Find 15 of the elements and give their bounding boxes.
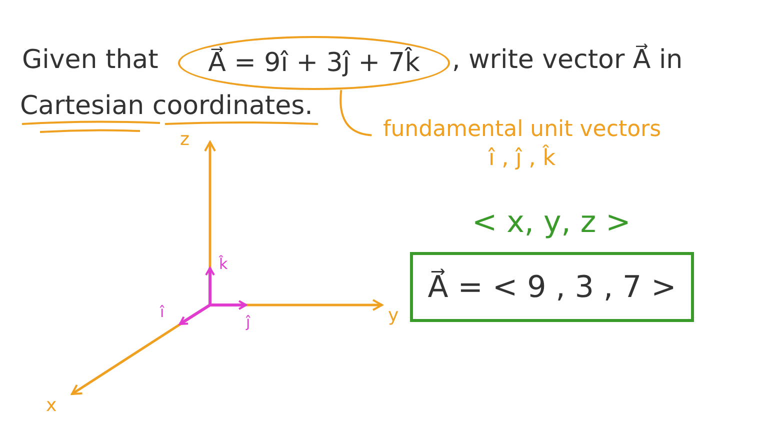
unit-vector-label: k̂: [219, 256, 228, 274]
axis-label: x: [46, 396, 57, 417]
sentence-text: , write vector A⃗ in: [452, 46, 683, 76]
leader-line: [340, 90, 372, 136]
sentence-text: Given that: [22, 46, 158, 76]
axis-label: z: [180, 130, 190, 151]
coordinate-form-text: < x, y, z >: [472, 206, 631, 240]
callout-text: î , ĵ , k̂: [488, 144, 556, 173]
unit-vector-label: î: [160, 304, 164, 322]
axis-label: y: [388, 306, 399, 327]
circled-expression: A⃗ = 9î + 3ĵ + 7k̂: [178, 36, 450, 90]
callout-text: fundamental unit vectors: [382, 116, 662, 144]
sentence-text: Cartesian coordinates.: [20, 92, 313, 122]
unit-vector-label: ĵ: [246, 314, 250, 332]
answer-box: A⃗ = < 9 , 3 , 7 >: [410, 252, 694, 322]
